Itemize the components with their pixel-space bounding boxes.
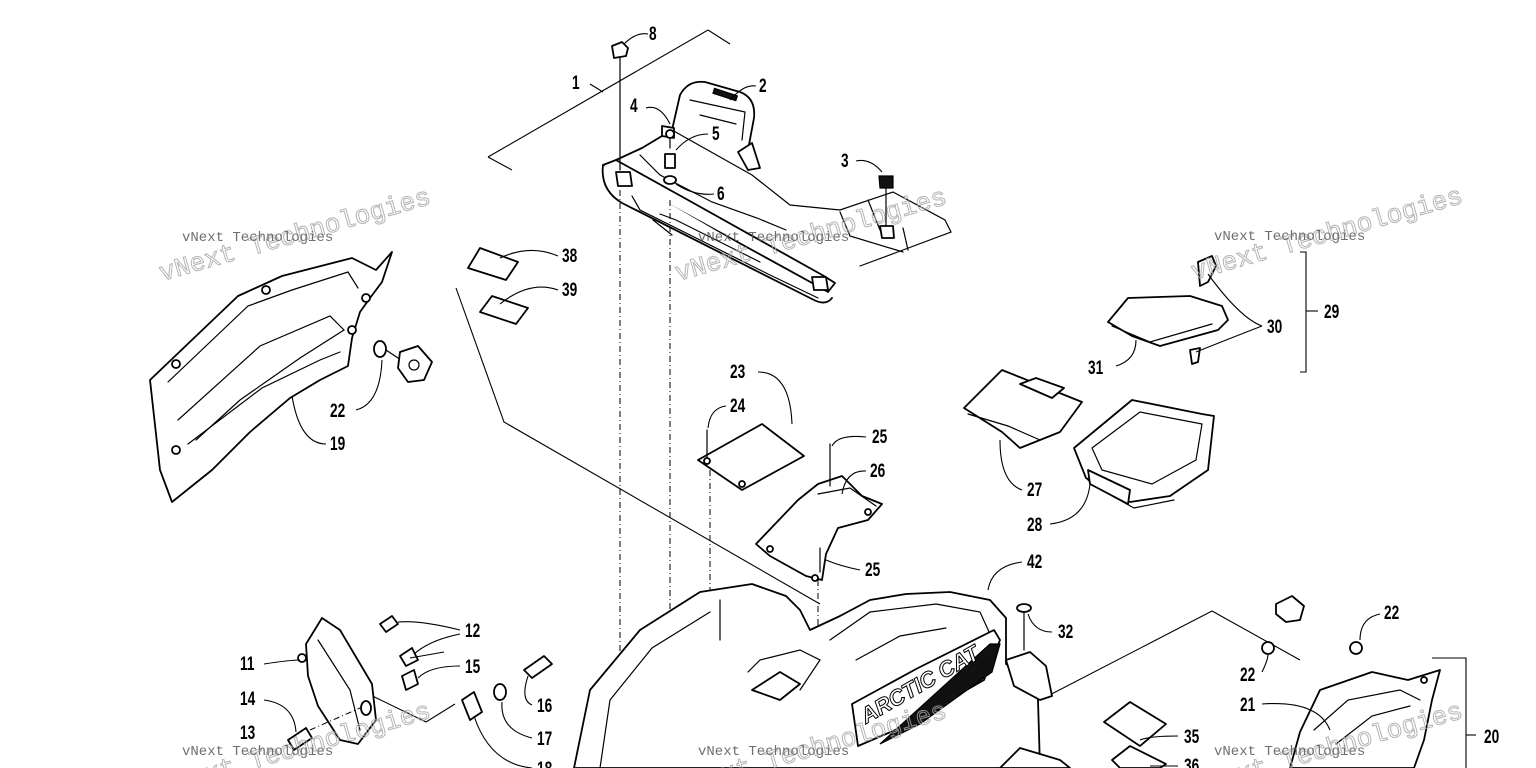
bracket-22-right xyxy=(1039,610,1301,701)
bracket-26 xyxy=(755,443,883,582)
callout-c5: 5 xyxy=(712,123,720,145)
callout-c22a: 22 xyxy=(330,400,345,422)
callout-c16: 16 xyxy=(537,695,552,717)
grommet-32 xyxy=(1016,603,1032,613)
box-28 xyxy=(1073,399,1215,509)
lid-31 xyxy=(1107,255,1229,365)
callout-c8: 8 xyxy=(649,23,657,45)
bushing-18 xyxy=(461,691,483,721)
callout-c25b: 25 xyxy=(865,559,880,581)
callout-c30: 30 xyxy=(1267,316,1282,338)
rear-rack xyxy=(601,80,952,304)
cap-right xyxy=(1275,595,1305,623)
callout-c28: 28 xyxy=(1027,514,1042,536)
bolt-8 xyxy=(611,41,629,59)
decal-36 xyxy=(1111,745,1167,768)
callout-c17: 17 xyxy=(537,728,552,750)
washer-17 xyxy=(493,683,507,701)
callout-c14: 14 xyxy=(240,688,256,710)
callout-c31: 31 xyxy=(1088,357,1103,379)
spring-13 xyxy=(287,727,313,751)
callout-c35: 35 xyxy=(1184,726,1199,748)
screw-12b xyxy=(399,647,419,667)
callout-c6: 6 xyxy=(717,183,725,205)
callout-c27: 27 xyxy=(1027,479,1042,501)
bolt-16 xyxy=(523,655,553,679)
callout-c2: 2 xyxy=(759,75,767,97)
rear-fender-body: ARCTIC CAT xyxy=(573,583,1053,768)
callout-c20: 20 xyxy=(1484,726,1499,748)
watermark-text: vNext Technologies xyxy=(1214,229,1365,245)
watermark-text: vNext Technologies xyxy=(182,230,333,246)
callout-c13: 13 xyxy=(240,722,255,744)
callout-c18: 18 xyxy=(537,758,552,768)
right-side-panel xyxy=(1289,669,1441,768)
screw-12a xyxy=(379,615,399,633)
tray-27 xyxy=(963,369,1083,449)
bracket-20 xyxy=(1432,657,1467,768)
callout-c26: 26 xyxy=(870,460,885,482)
callout-c36: 36 xyxy=(1184,755,1199,768)
grommet-15 xyxy=(401,669,419,691)
callout-c4: 4 xyxy=(630,95,638,117)
callout-c3: 3 xyxy=(841,150,849,172)
callout-c38: 38 xyxy=(562,245,577,267)
bracket-1 xyxy=(487,29,731,158)
callout-c32: 32 xyxy=(1058,621,1073,643)
spacer-5 xyxy=(664,153,676,169)
plate-23 xyxy=(697,423,805,491)
watermark-text: vNext Technologies xyxy=(698,744,849,760)
washer-6 xyxy=(663,175,677,185)
callout-c12: 12 xyxy=(465,620,480,642)
grommet-22-right-b xyxy=(1349,641,1363,655)
callout-c19: 19 xyxy=(330,433,345,455)
callout-c42: 42 xyxy=(1027,551,1042,573)
callout-c11: 11 xyxy=(240,653,254,675)
taillight-11 xyxy=(297,617,377,745)
grommet-22-left xyxy=(373,340,387,358)
rack-fasteners xyxy=(611,41,894,227)
leader-lines xyxy=(263,33,1381,768)
decal-35 xyxy=(1103,701,1167,747)
callout-c15: 15 xyxy=(465,656,480,678)
watermark-text: vNext Technologies xyxy=(1214,744,1365,760)
callout-c29: 29 xyxy=(1324,301,1339,323)
callout-c21: 21 xyxy=(1240,694,1255,716)
watermark-text: vNext Technologies xyxy=(698,230,849,246)
callout-c23: 23 xyxy=(730,361,745,383)
callout-c22c: 22 xyxy=(1240,664,1255,686)
cap-left xyxy=(397,345,433,383)
bolt-4 xyxy=(665,129,675,139)
callout-c22b: 22 xyxy=(1384,602,1399,624)
bracket-29 xyxy=(1300,251,1307,373)
bracket-38-39 xyxy=(455,287,821,605)
left-side-panel xyxy=(149,251,393,503)
decal-39 xyxy=(479,295,529,325)
callout-c24: 24 xyxy=(730,395,746,417)
callout-c39: 39 xyxy=(562,279,577,301)
callout-c25a: 25 xyxy=(872,426,887,448)
callout-c1: 1 xyxy=(572,72,580,94)
grommet-22-right-a xyxy=(1261,641,1275,655)
decal-38 xyxy=(467,247,519,281)
watermark-text: vNext Technologies xyxy=(182,744,333,760)
